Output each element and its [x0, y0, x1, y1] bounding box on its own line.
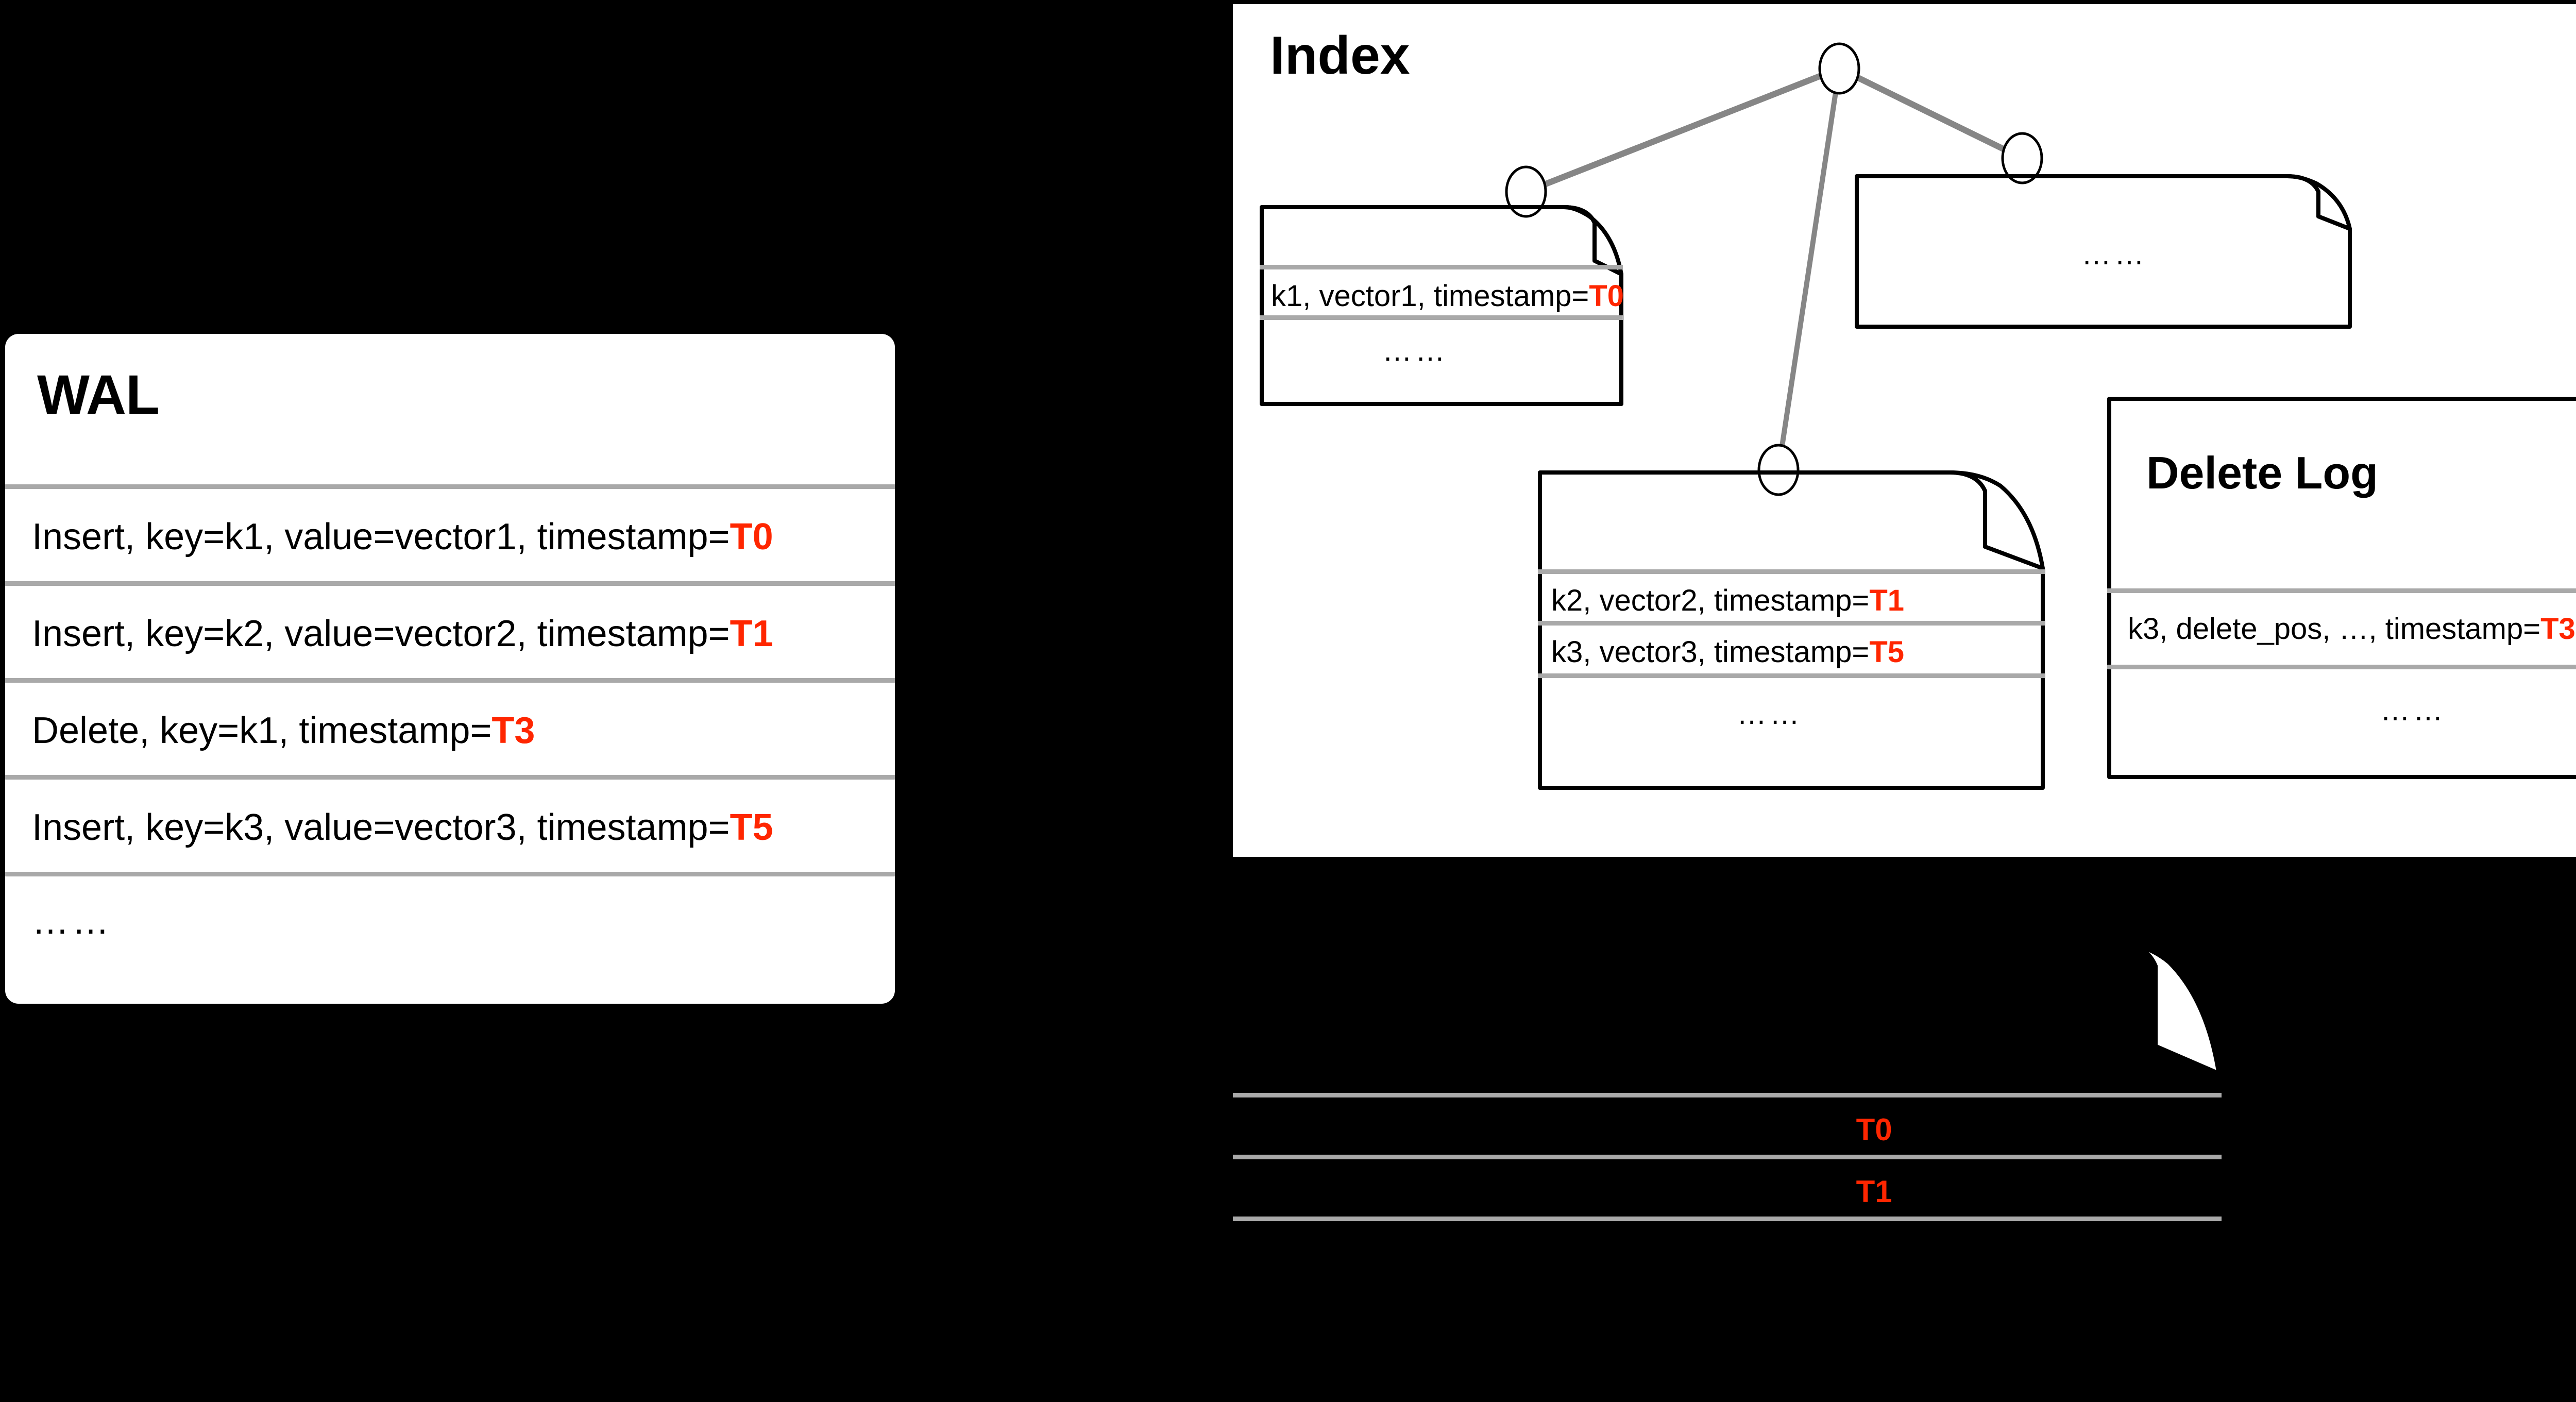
delete-log-row-text: ……: [2380, 694, 2446, 727]
leaf-row-ellipsis: ……: [1855, 174, 2352, 329]
tree-node-child-left: [1505, 165, 1547, 218]
wal-row: Insert, key=k2, value=vector2, timestamp…: [5, 581, 895, 678]
index-panel-title: Index: [1270, 26, 1410, 86]
bin-log-panel: Bin Log Op=Insert, execution_time=3,…,ti…: [1232, 939, 2222, 1399]
wal-row: Delete, key=k1, timestamp=T3: [5, 678, 895, 775]
timestamp-value: T5: [1869, 635, 1904, 669]
index-tree-graphic: [1505, 42, 2043, 496]
timestamp-value: T1: [1869, 584, 1904, 617]
leaf-row-text: k3, vector3, timestamp=T5: [1551, 635, 1904, 669]
tree-node-root: [1818, 42, 1860, 95]
delete-log-title: Delete Log: [2146, 447, 2378, 498]
timestamp-value: T3: [2540, 612, 2575, 646]
timestamp-value: T0: [1589, 279, 1624, 313]
bin-log-row: Op=Insert, execution_time=5,…,timestamp=…: [1233, 1155, 2222, 1217]
delete-log-panel: Delete Log k3, delete_pos, …, timestamp=…: [2107, 397, 2576, 779]
timestamp-value: T1: [730, 613, 773, 654]
timestamp-value: T3: [492, 710, 535, 751]
delete-log-row-ellipsis: ……: [2107, 665, 2576, 779]
wal-row-text: Insert, key=k3, value=vector3, timestamp…: [32, 807, 773, 848]
tree-node-child-mid: [1757, 444, 1800, 496]
leaf-row-text: ……: [1737, 697, 1803, 731]
bin-log-row-text: Op=Insert, execution_time=5,…,timestamp=…: [1250, 1174, 1892, 1209]
index-leaf-k1: k1, vector1, timestamp=T0 ……: [1260, 205, 1624, 406]
bin-log-row-ellipsis: ……: [1233, 1217, 2222, 1399]
tree-node-child-right: [2001, 132, 2043, 184]
leaf-row-ellipsis: ……: [1260, 315, 1623, 406]
timestamp-value: T0: [730, 516, 773, 558]
leaf-row: k1, vector1, timestamp=T0: [1260, 265, 1624, 315]
page-curl-shape: [1260, 205, 1623, 406]
leaf-row-text: ……: [2081, 238, 2147, 271]
leaf-row-text: k2, vector2, timestamp=T1: [1551, 584, 1904, 617]
bin-log-title: Bin Log: [1253, 968, 1434, 1022]
leaf-row: k2, vector2, timestamp=T1: [1538, 569, 2045, 621]
wal-row-ellipsis: ……: [5, 872, 895, 1004]
wal-row: Insert, key=k1, value=vector1, timestamp…: [5, 484, 895, 581]
index-leaf-ellipsis: ……: [1855, 174, 2352, 329]
timestamp-value: T1: [1856, 1174, 1892, 1209]
page-curl-shape: [1855, 174, 2352, 329]
delete-log-row: k3, delete_pos, …, timestamp=T3: [2107, 588, 2576, 665]
leaf-row-ellipsis: ……: [1538, 673, 2045, 790]
wal-row-text: Insert, key=k1, value=vector1, timestamp…: [32, 516, 773, 558]
index-panel: Index: [1233, 4, 2576, 857]
bin-log-row-text: ……: [1250, 1239, 1318, 1274]
leaf-row-text: ……: [1382, 334, 1448, 367]
delete-log-row-text: k3, delete_pos, …, timestamp=T3: [2128, 612, 2575, 646]
wal-row-text: ……: [32, 901, 112, 942]
leaf-row: k3, vector3, timestamp=T5: [1538, 621, 2045, 673]
wal-row-text: Insert, key=k2, value=vector2, timestamp…: [32, 613, 773, 654]
leaf-row-text: k1, vector1, timestamp=T0: [1271, 279, 1624, 313]
bin-log-row-text: Op=Insert, execution_time=3,…,timestamp=…: [1250, 1112, 1892, 1147]
wal-panel: WAL Insert, key=k1, value=vector1, times…: [5, 334, 895, 1004]
timestamp-value: T0: [1856, 1112, 1892, 1147]
wal-row: Insert, key=k3, value=vector3, timestamp…: [5, 775, 895, 872]
timestamp-value: T5: [730, 807, 773, 848]
bin-log-row: Op=Insert, execution_time=3,…,timestamp=…: [1233, 1093, 2222, 1155]
page-curl-shape: [1232, 939, 2222, 1399]
wal-row-text: Delete, key=k1, timestamp=T3: [32, 710, 535, 751]
index-leaf-k2-k3: k2, vector2, timestamp=T1 k3, vector3, t…: [1538, 470, 2045, 790]
wal-panel-title: WAL: [37, 363, 160, 426]
page-curl-shape: [1538, 470, 2045, 790]
